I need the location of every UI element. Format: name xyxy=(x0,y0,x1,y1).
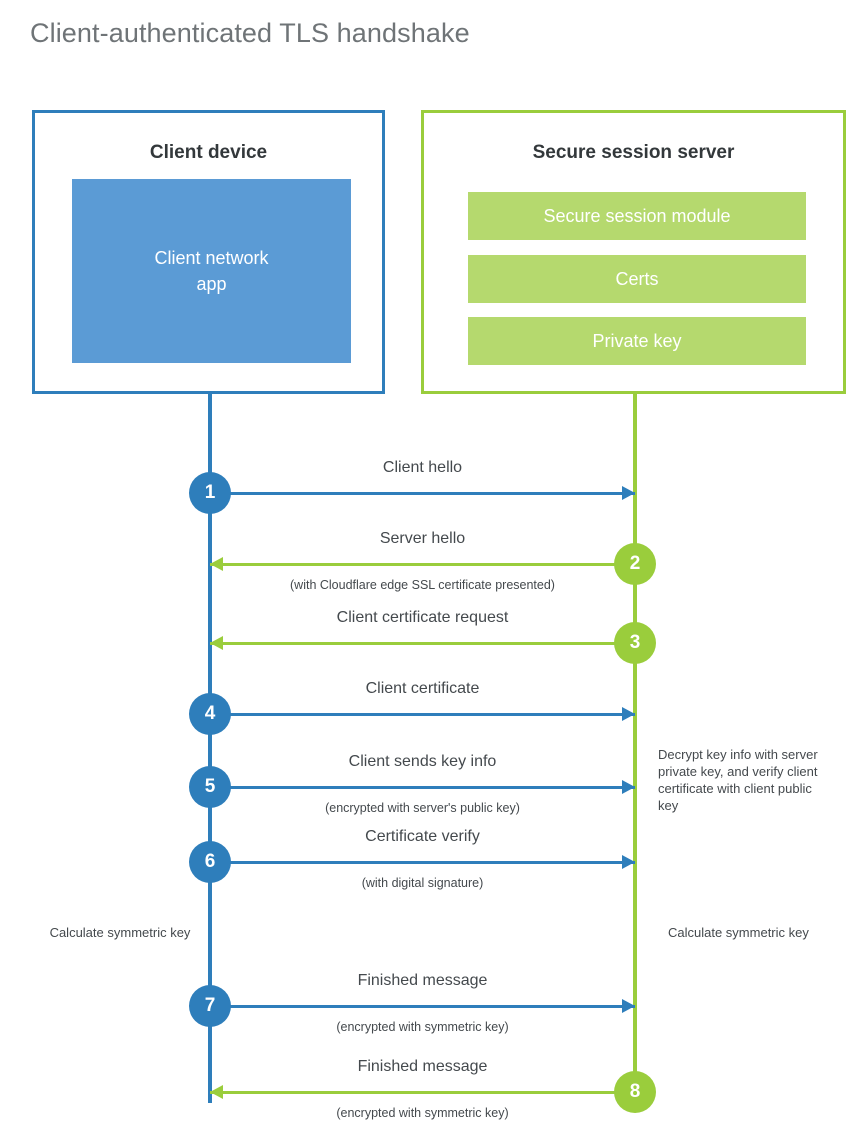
message-label-6: Certificate verify xyxy=(365,828,480,845)
arrow-head-icon-6 xyxy=(622,855,635,869)
step-circle-8[interactable]: 8 xyxy=(614,1071,656,1113)
message-sublabel-2: (with Cloudflare edge SSL certificate pr… xyxy=(290,578,555,592)
secure-session-server-title: Secure session server xyxy=(532,142,735,163)
message-line-2 xyxy=(210,563,635,566)
server-bar-certs: Certs xyxy=(468,255,806,303)
arrow-head-icon-8 xyxy=(210,1085,223,1099)
step-circle-7[interactable]: 7 xyxy=(189,985,231,1027)
client-lifeline xyxy=(208,393,212,1103)
server-lifeline xyxy=(633,393,637,1093)
message-sublabel-6: (with digital signature) xyxy=(361,876,484,890)
message-line-7 xyxy=(210,1005,635,1008)
message-line-4 xyxy=(210,713,635,716)
step-circle-2[interactable]: 2 xyxy=(614,543,656,585)
message-label-2: Server hello xyxy=(379,530,466,547)
message-line-6 xyxy=(210,861,635,864)
message-sublabel-7: (encrypted with symmetric key) xyxy=(336,1020,509,1034)
arrow-head-icon-3 xyxy=(210,636,223,650)
message-label-7: Finished message xyxy=(357,972,488,989)
server-bar-private-key: Private key xyxy=(468,317,806,365)
annotation-server-calculate-symmetric-key: Calculate symmetric key xyxy=(668,925,809,940)
message-label-8: Finished message xyxy=(357,1058,488,1075)
message-line-1 xyxy=(210,492,635,495)
client-network-app-block: Client network app xyxy=(72,179,351,363)
message-label-3: Client certificate request xyxy=(336,609,509,626)
message-label-4: Client certificate xyxy=(365,680,480,697)
server-bar-secure-session-module: Secure session module xyxy=(468,192,806,240)
step-circle-6[interactable]: 6 xyxy=(189,841,231,883)
message-line-3 xyxy=(210,642,635,645)
page-title: Client-authenticated TLS handshake xyxy=(30,18,470,48)
message-sublabel-8: (encrypted with symmetric key) xyxy=(336,1106,509,1120)
client-device-title: Client device xyxy=(149,142,268,163)
step-circle-1[interactable]: 1 xyxy=(189,472,231,514)
step-circle-4[interactable]: 4 xyxy=(189,693,231,735)
step-circle-5[interactable]: 5 xyxy=(189,766,231,808)
client-network-app-label-line1: Client network xyxy=(154,248,269,268)
client-device-box: Client device Client network app xyxy=(32,110,385,394)
client-network-app-label-line2: app xyxy=(196,274,227,294)
annotation-server-decrypt: Decrypt key info with server private key… xyxy=(658,747,818,813)
arrow-head-icon-7 xyxy=(622,999,635,1013)
message-label-5: Client sends key info xyxy=(348,753,497,770)
arrow-head-icon-2 xyxy=(210,557,223,571)
message-line-8 xyxy=(210,1091,635,1094)
client-network-app-label: Client network app xyxy=(154,245,268,297)
message-label-1: Client hello xyxy=(382,459,463,476)
annotation-client-calculate-symmetric-key: Calculate symmetric key xyxy=(49,925,191,940)
message-line-5 xyxy=(210,786,635,789)
step-circle-3[interactable]: 3 xyxy=(614,622,656,664)
arrow-head-icon-4 xyxy=(622,707,635,721)
secure-session-server-box: Secure session server Secure session mod… xyxy=(421,110,846,394)
arrow-head-icon-1 xyxy=(622,486,635,500)
message-sublabel-5: (encrypted with server's public key) xyxy=(325,801,520,815)
arrow-head-icon-5 xyxy=(622,780,635,794)
